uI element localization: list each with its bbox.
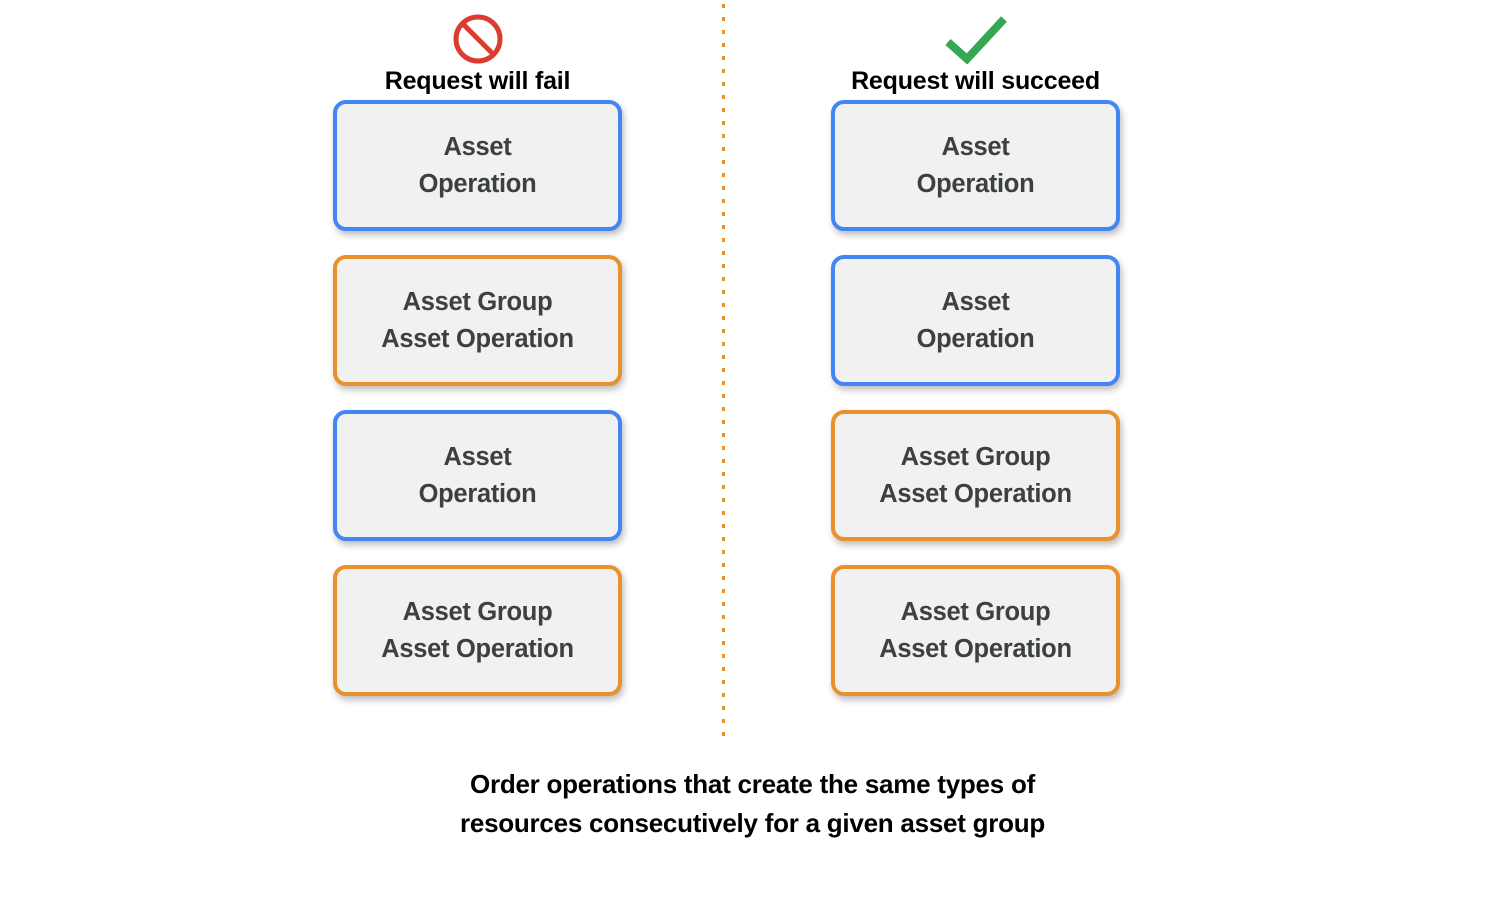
card-label: Asset Group Asset Operation — [879, 443, 1072, 508]
column-header-fail: Request will fail — [333, 0, 622, 100]
card-asset-operation[interactable]: Asset Operation — [333, 410, 622, 541]
checkmark-icon — [943, 10, 1009, 68]
card-label: Asset Group Asset Operation — [381, 598, 574, 663]
prohibited-icon — [451, 10, 505, 68]
card-asset-group-asset-operation[interactable]: Asset Group Asset Operation — [333, 255, 622, 386]
card-label: Asset Operation — [418, 133, 537, 198]
card-asset-operation[interactable]: Asset Operation — [831, 255, 1120, 386]
column-header-label-succeed: Request will succeed — [851, 66, 1100, 95]
column-header-label-fail: Request will fail — [384, 66, 571, 95]
column-request-will-succeed: Request will succeed Asset Operation Ass… — [831, 0, 1120, 696]
card-label: Asset Group Asset Operation — [879, 598, 1072, 663]
column-header-succeed: Request will succeed — [831, 0, 1120, 100]
card-label: Asset Group Asset Operation — [381, 288, 574, 353]
card-asset-operation[interactable]: Asset Operation — [831, 100, 1120, 231]
card-asset-group-asset-operation[interactable]: Asset Group Asset Operation — [831, 410, 1120, 541]
diagram-caption: Order operations that create the same ty… — [459, 769, 1046, 838]
card-stack-succeed: Asset Operation Asset Operation Asset Gr… — [831, 100, 1120, 696]
card-label: Asset Operation — [916, 288, 1035, 353]
card-stack-fail: Asset Operation Asset Group Asset Operat… — [333, 100, 622, 696]
card-label: Asset Operation — [418, 443, 537, 508]
card-asset-group-asset-operation[interactable]: Asset Group Asset Operation — [831, 565, 1120, 696]
card-asset-operation[interactable]: Asset Operation — [333, 100, 622, 231]
card-label: Asset Operation — [916, 133, 1035, 198]
card-asset-group-asset-operation[interactable]: Asset Group Asset Operation — [333, 565, 622, 696]
column-request-will-fail: Request will fail Asset Operation Asset … — [333, 0, 622, 696]
column-divider — [722, 4, 725, 740]
